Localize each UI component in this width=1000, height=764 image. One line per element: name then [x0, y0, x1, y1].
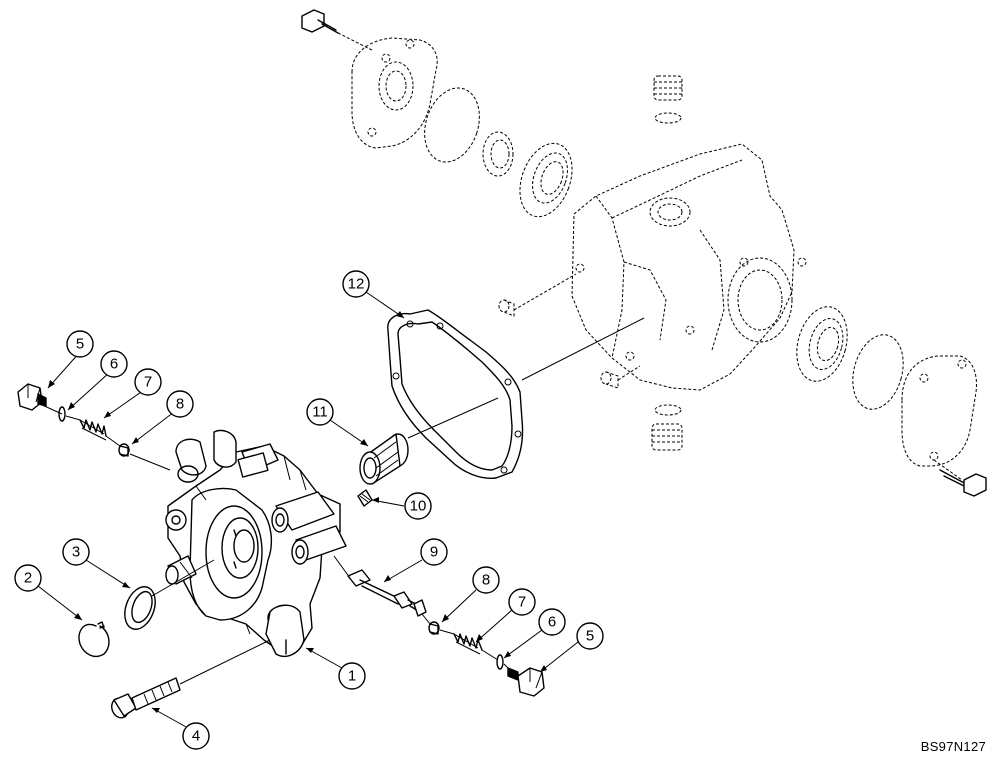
spring-left — [79, 419, 107, 441]
gearbox-right-o-ring — [852, 334, 904, 410]
plug-right — [507, 667, 545, 697]
callout-5-left: 5 — [47, 330, 94, 389]
gearbox-right-bearing — [796, 306, 848, 382]
callout-1: 1 — [305, 647, 366, 690]
gearbox-assembly — [301, 9, 987, 497]
svg-text:1: 1 — [348, 668, 356, 685]
spring-right — [453, 633, 483, 655]
callout-3: 3 — [62, 538, 131, 589]
bolt — [111, 639, 271, 719]
gearbox-top-bolt — [301, 9, 373, 51]
svg-text:8: 8 — [482, 572, 490, 589]
callout-8-right: 8 — [441, 566, 500, 623]
svg-text:6: 6 — [548, 614, 556, 631]
gearbox-right-cover — [901, 355, 977, 481]
svg-text:10: 10 — [410, 498, 427, 515]
gearbox-bottom-plug — [651, 404, 683, 451]
callout-6-right: 6 — [503, 608, 566, 659]
gearbox-right-bolt — [939, 469, 987, 497]
o-ring-right — [496, 654, 504, 670]
svg-text:9: 9 — [430, 544, 438, 561]
callout-4: 4 — [151, 707, 210, 750]
pump-body — [165, 429, 347, 658]
svg-text:8: 8 — [176, 396, 184, 413]
callout-7-left: 7 — [103, 368, 162, 419]
callout-9: 9 — [383, 538, 448, 583]
callout-7-right: 7 — [475, 588, 536, 643]
gearbox-top-o-ring — [424, 87, 480, 163]
callout-6-left: 6 — [67, 350, 128, 411]
callout-11: 11 — [306, 398, 369, 447]
callout-8-left: 8 — [131, 390, 194, 445]
svg-text:5: 5 — [76, 336, 84, 353]
callout-2: 2 — [14, 564, 83, 621]
gearbox-dowel-pin-left — [498, 273, 577, 317]
svg-text:3: 3 — [72, 544, 80, 561]
figure-id-label: BS97N127 — [920, 739, 986, 754]
seal — [124, 559, 215, 630]
svg-text:6: 6 — [110, 356, 118, 373]
svg-text:4: 4 — [192, 728, 200, 745]
gearbox-top-plug — [653, 75, 683, 124]
leader-axis-left-stack — [39, 403, 171, 471]
callout-12: 12 — [342, 270, 405, 319]
leader-axis-right-stack — [421, 613, 509, 669]
plug-left — [17, 383, 47, 411]
gearbox-small-bearing — [482, 131, 514, 177]
poppet-left — [118, 443, 130, 457]
callout-10: 10 — [371, 492, 432, 520]
callout-5-right: 5 — [539, 622, 604, 673]
valve-spool — [333, 555, 427, 617]
needle-bearing — [359, 397, 499, 485]
small-plug — [357, 489, 373, 507]
svg-text:12: 12 — [348, 276, 365, 293]
gasket — [387, 309, 645, 479]
gearbox-top-cover — [351, 37, 438, 149]
svg-text:11: 11 — [312, 404, 328, 421]
gearbox-dowel-pin-lower — [600, 365, 641, 389]
snap-ring — [78, 621, 110, 658]
svg-text:5: 5 — [586, 628, 594, 645]
poppet-right — [428, 621, 440, 635]
gearbox-large-bearing — [519, 142, 573, 218]
o-ring-left — [58, 406, 66, 422]
gearbox-housing — [571, 143, 807, 391]
callouts: 5 6 7 8 12 — [14, 270, 604, 750]
svg-text:7: 7 — [518, 594, 526, 611]
svg-text:2: 2 — [24, 570, 32, 587]
svg-text:7: 7 — [144, 374, 152, 391]
